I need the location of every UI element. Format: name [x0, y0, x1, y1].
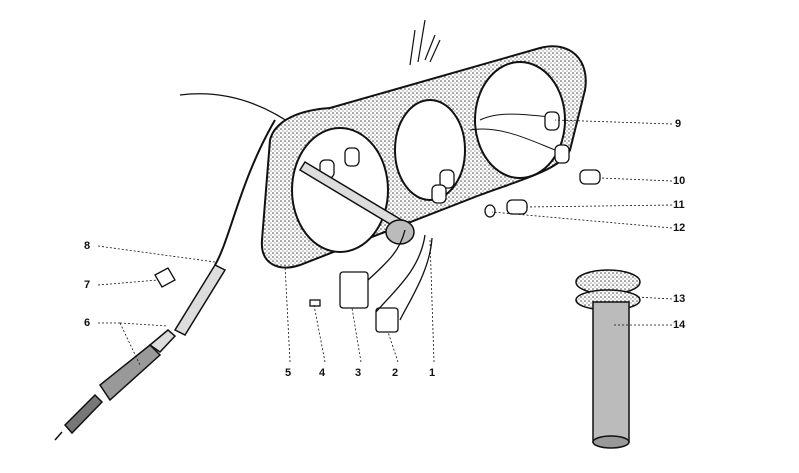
callout-8: 8 [84, 240, 91, 252]
callout-14: 14 [673, 319, 686, 331]
speedometer-cable [54, 160, 415, 441]
callout-1: 1 [429, 367, 436, 379]
callout-13: 13 [673, 293, 686, 305]
callout-5: 5 [285, 367, 292, 379]
callout-6: 6 [84, 317, 91, 329]
callout-7: 7 [84, 279, 91, 291]
cluster-housing [260, 45, 587, 269]
leader-lines [97, 119, 673, 366]
small-parts [154, 229, 433, 333]
callout-10: 10 [673, 175, 686, 187]
callout-11: 11 [673, 199, 685, 211]
callout-4: 4 [319, 367, 326, 379]
callout-3: 3 [355, 367, 362, 379]
callout-9: 9 [675, 118, 682, 130]
fuel-sender [575, 269, 641, 449]
callout-2: 2 [392, 367, 399, 379]
callout-12: 12 [673, 222, 686, 234]
